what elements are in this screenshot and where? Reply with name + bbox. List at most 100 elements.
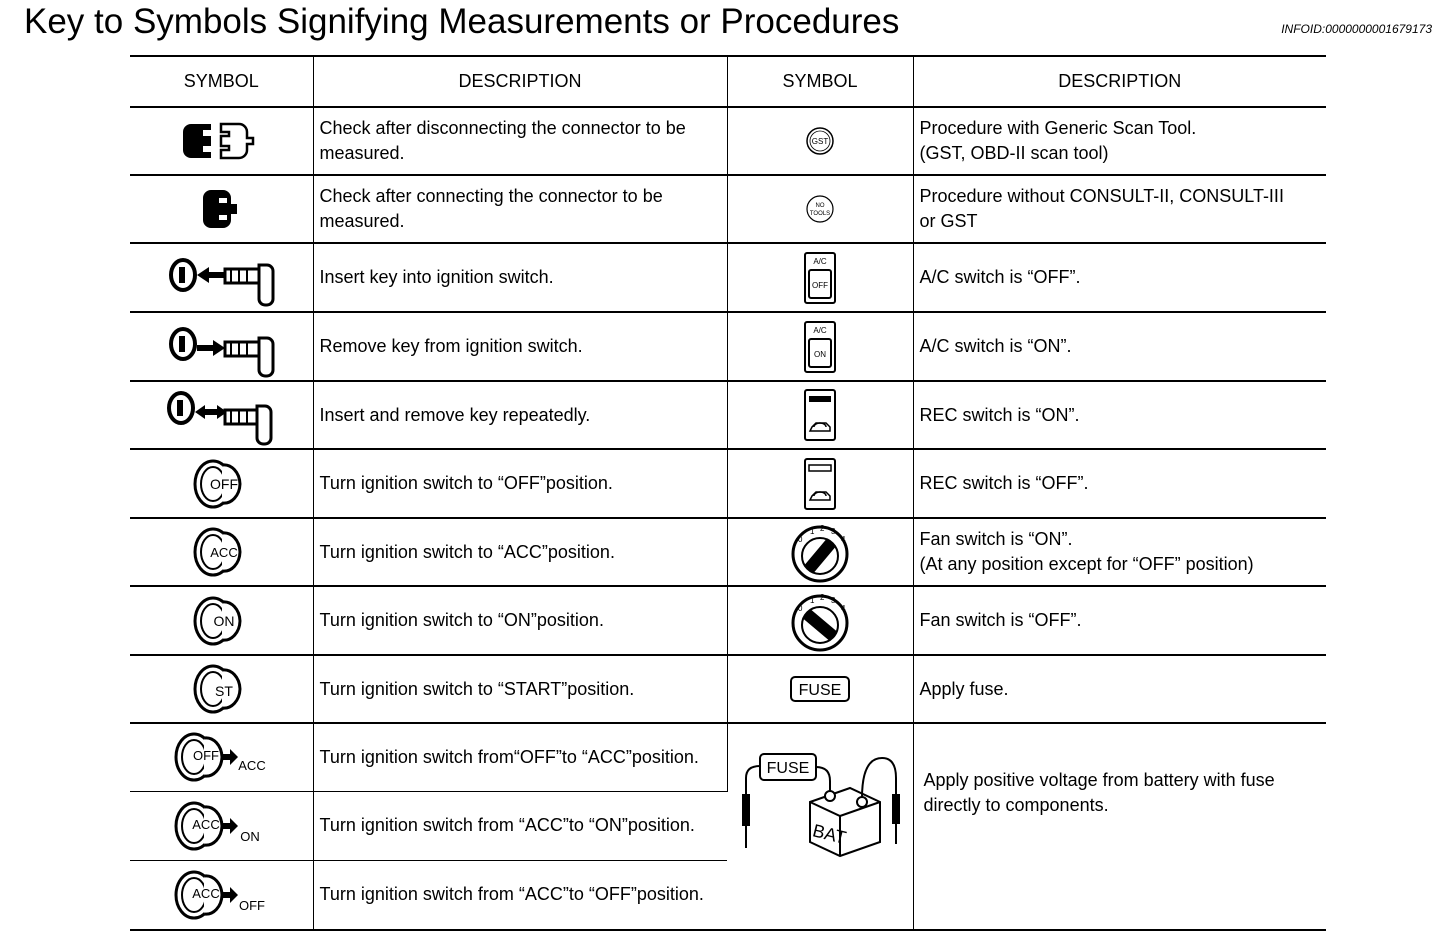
description-cell: Turn ignition switch to “OFF”position. [313, 449, 728, 519]
svg-text:1: 1 [810, 596, 815, 605]
header-description: DESCRIPTION [313, 55, 728, 108]
symbol-cell [130, 381, 314, 450]
header-symbol: SYMBOL [130, 55, 314, 108]
description-cell: REC switch is “OFF”. [913, 449, 1326, 519]
header-symbol: SYMBOL [727, 55, 914, 108]
description-text: Fan switch is “OFF”. [919, 610, 1082, 630]
description-text: Fan switch is “ON”. [919, 529, 1073, 549]
description-cell: Procedure without CONSULT-II, CONSULT-II… [913, 175, 1326, 244]
symbol-cell: ACC ON [130, 791, 314, 861]
description-text: Turn ignition switch from “ACC”to “ON”po… [319, 815, 695, 835]
description-text: measured. [319, 211, 405, 231]
description-cell: A/C switch is “ON”. [913, 312, 1326, 382]
table-row: Check after disconnecting the connector … [130, 107, 1326, 176]
svg-text:0: 0 [798, 604, 803, 613]
table-row: ACC ON Turn ignition switch from “ACC”to… [130, 791, 1326, 861]
ignition-target-label: ACC [239, 758, 266, 773]
ac-state-label: OFF [812, 281, 828, 290]
battery-fuse-icon: FUSE BAT [742, 753, 900, 858]
ignition-start-icon: ST [193, 664, 242, 714]
description-cell: Turn ignition switch to “ACC”position. [313, 518, 728, 587]
description-text: directly to components. [923, 795, 1109, 815]
ac-off-icon: A/C OFF [804, 251, 836, 304]
table-row: Insert and remove key repeatedly. REC sw… [130, 381, 1326, 450]
description-cell: Turn ignition switch from “ACC”to “OFF”p… [313, 860, 727, 931]
description-text: REC switch is “ON”. [919, 404, 1080, 425]
description-cell: Procedure with Generic Scan Tool. (GST, … [913, 107, 1326, 176]
description-cell: A/C switch is “OFF”. [913, 243, 1326, 313]
page-title: Key to Symbols Signifying Measurements o… [24, 2, 900, 41]
table-row: ON Turn ignition switch to “ON”position.… [130, 586, 1326, 656]
description-cell: Fan switch is “OFF”. [913, 586, 1326, 656]
ignition-off-to-acc-icon: OFF ACC [174, 732, 266, 782]
svg-text:4: 4 [841, 535, 846, 544]
rec-on-icon [804, 389, 836, 441]
ignition-label: ACC [211, 545, 238, 560]
no-tools-label: NO [816, 203, 825, 209]
table-row: OFF Turn ignition switch to “OFF”positio… [130, 449, 1326, 519]
gst-label: GST [812, 137, 829, 146]
symbol-cell: FUSE [727, 655, 914, 724]
symbol-cell: 0 1 2 3 4 [727, 586, 914, 656]
table-row: ACC Turn ignition switch to “ACC”positio… [130, 518, 1326, 587]
ignition-on-icon: ON [193, 596, 242, 645]
ignition-label: OFF [210, 476, 238, 492]
key-remove-icon [169, 326, 275, 377]
description-cell: Remove key from ignition switch. [313, 312, 728, 382]
svg-text:4: 4 [841, 604, 846, 613]
table-header-row: SYMBOL DESCRIPTION SYMBOL DESCRIPTION [130, 55, 1326, 108]
svg-text:3: 3 [831, 527, 836, 536]
description-cell: Insert and remove key repeatedly. [313, 381, 728, 450]
ac-label: A/C [813, 257, 827, 266]
ac-state-label: ON [814, 350, 826, 359]
table-row: ACC OFF Turn ignition switch from “ACC”t… [130, 860, 1326, 931]
gst-icon: GST [806, 127, 834, 155]
description-text: Remove key from ignition switch. [319, 336, 583, 356]
ignition-label: ON [214, 613, 235, 629]
table-row: OFF ACC Turn ignition switch from“OFF”to… [130, 723, 1326, 931]
description-cell: Apply positive voltage from battery with… [913, 723, 1326, 931]
ignition-acc-to-off-icon: ACC OFF [174, 870, 265, 920]
ignition-label: ST [215, 683, 233, 699]
description-text: Turn ignition switch to “OFF”position. [319, 473, 613, 493]
fuse-icon: FUSE [790, 676, 850, 702]
table-row: Check after connecting the connector to … [130, 175, 1326, 244]
description-text: Procedure without CONSULT-II, CONSULT-II… [919, 186, 1284, 206]
symbols-table: SYMBOL DESCRIPTION SYMBOL DESCRIPTION Ch… [130, 55, 1326, 931]
no-tools-icon: NO TOOLS [806, 195, 834, 223]
table-row: Insert key into ignition switch. A/C OFF… [130, 243, 1326, 313]
symbol-cell: ST [130, 655, 314, 724]
description-text: Apply positive voltage from battery with… [923, 770, 1275, 790]
description-text: measured. [319, 143, 405, 163]
key-insert-remove-icon [167, 391, 273, 446]
connector-connected-icon [203, 190, 238, 228]
info-id: INFOID:0000000001679173 [1281, 22, 1432, 36]
table-row: Remove key from ignition switch. A/C ON … [130, 312, 1326, 382]
description-text: Turn ignition switch to “START”position. [319, 678, 635, 699]
description-cell: Check after disconnecting the connector … [313, 107, 728, 176]
symbol-cell: ACC [130, 518, 314, 587]
description-text: Check after disconnecting the connector … [319, 118, 686, 138]
description-cell: Insert key into ignition switch. [313, 243, 728, 313]
symbol-cell: NO TOOLS [727, 175, 914, 244]
description-text: A/C switch is “ON”. [919, 336, 1072, 356]
no-tools-label: TOOLS [810, 211, 830, 217]
description-text: Turn ignition switch from“OFF”to “ACC”po… [319, 746, 699, 767]
symbol-cell: A/C ON [727, 312, 914, 382]
symbol-cell: ON [130, 586, 314, 656]
rec-off-icon [804, 457, 836, 510]
description-text: Procedure with Generic Scan Tool. [919, 118, 1197, 138]
description-text: Check after connecting the connector to … [319, 186, 663, 206]
symbol-cell: A/C OFF [727, 243, 914, 313]
description-text: Turn ignition switch to “ON”position. [319, 610, 604, 630]
description-cell: Turn ignition switch from “ACC”to “ON”po… [313, 791, 727, 861]
symbol-cell [130, 107, 314, 176]
description-cell: Apply fuse. [913, 655, 1326, 724]
ignition-off-icon: OFF [193, 459, 242, 508]
symbol-cell [727, 381, 914, 450]
ignition-target-label: OFF [239, 898, 265, 913]
description-text: Turn ignition switch from “ACC”to “OFF”p… [319, 884, 704, 905]
ignition-label: ACC [193, 886, 220, 901]
svg-text:3: 3 [831, 596, 836, 605]
description-text: A/C switch is “OFF”. [919, 267, 1081, 287]
